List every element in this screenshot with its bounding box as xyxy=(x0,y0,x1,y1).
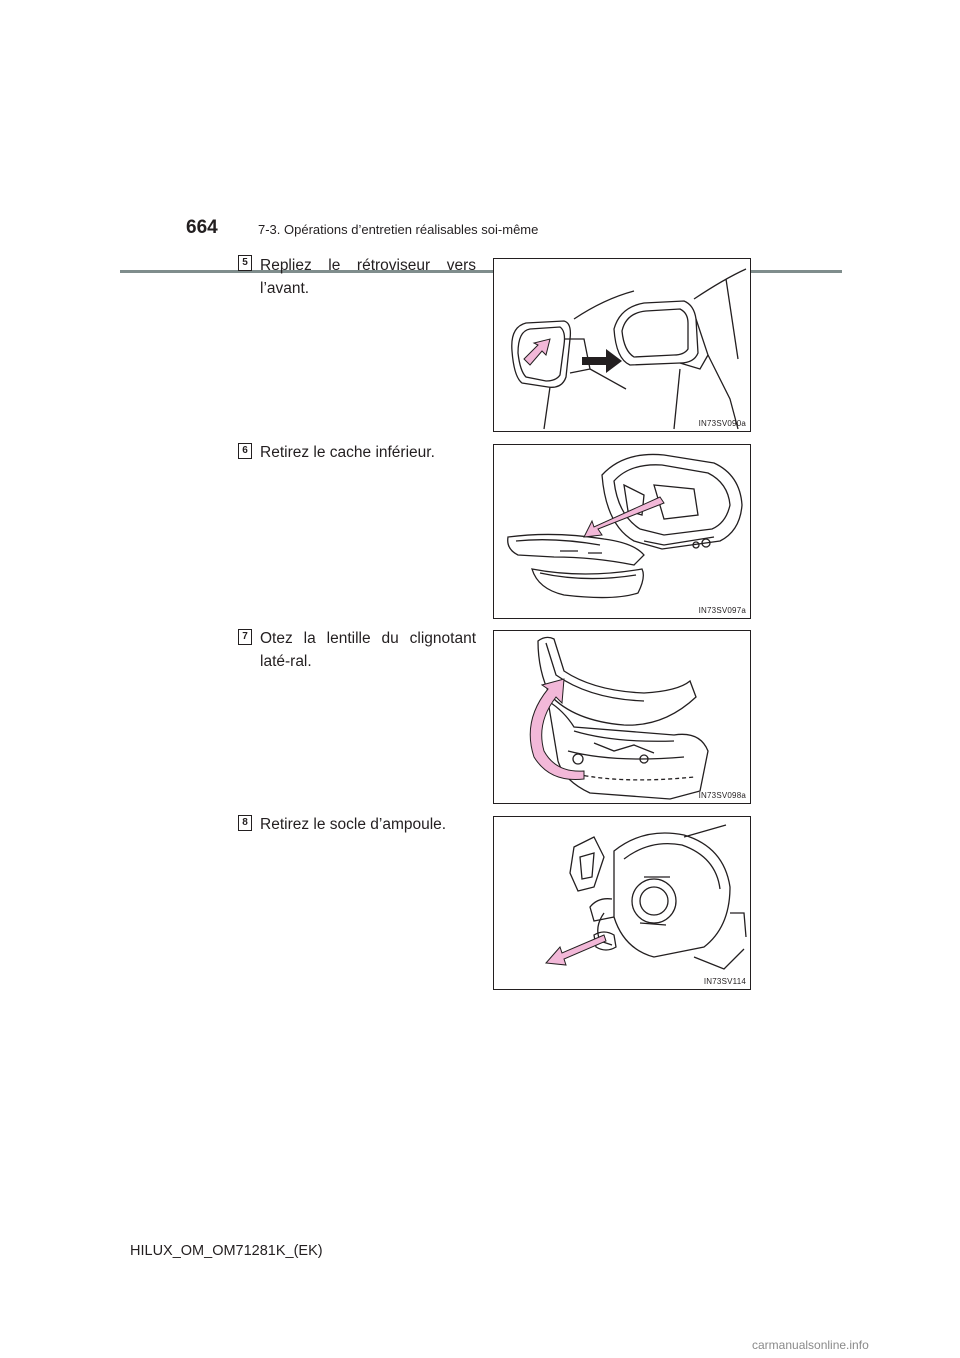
step-instruction: Repliez le rétroviseur vers l’avant. xyxy=(260,257,476,297)
bulb-socket-removal-illustration: IN73SV114 xyxy=(493,816,751,990)
figure-code: IN73SV090a xyxy=(698,419,746,428)
figure-code: IN73SV098a xyxy=(698,791,746,800)
step-instruction: Otez la lentille du clignotant laté-ral. xyxy=(260,630,476,670)
watermark: carmanualsonline.info xyxy=(752,1338,869,1352)
step-number-badge: 5 xyxy=(238,255,252,271)
header-divider xyxy=(120,270,842,273)
turn-signal-lens-removal-illustration: IN73SV098a xyxy=(493,630,751,804)
step-number-badge: 6 xyxy=(238,443,252,459)
figure-code: IN73SV097a xyxy=(698,606,746,615)
step-instruction: Retirez le socle d’ampoule. xyxy=(260,816,447,833)
step-instruction: Retirez le cache inférieur. xyxy=(260,444,435,461)
mirror-fold-illustration: IN73SV090a xyxy=(493,258,751,432)
step-number-badge: 7 xyxy=(238,629,252,645)
document-id: HILUX_OM_OM71281K_(EK) xyxy=(130,1243,323,1259)
lower-cover-removal-illustration: IN73SV097a xyxy=(493,444,751,619)
section-title: 7-3. Opérations d’entretien réalisables … xyxy=(258,222,539,237)
figure-code: IN73SV114 xyxy=(703,977,746,986)
step-number-badge: 8 xyxy=(238,815,252,831)
page-number: 664 xyxy=(186,217,218,238)
